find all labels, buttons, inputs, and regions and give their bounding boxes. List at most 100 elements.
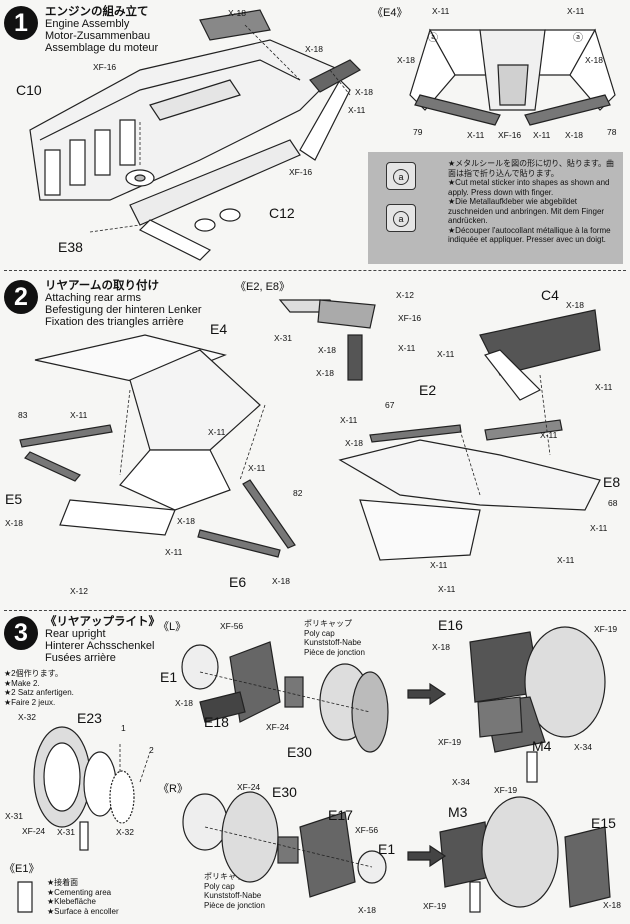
e1-detail-label: 《E1》 xyxy=(4,863,40,875)
paint-x31-label: X-31 xyxy=(5,811,23,821)
paint-x18-label: X-18 xyxy=(175,698,193,708)
paint-x11-label: X-11 xyxy=(340,415,358,425)
engine-assembly-drawing xyxy=(29,9,616,261)
paint-x18-label: X-18 xyxy=(397,55,415,65)
paint-x11-label: X-11 xyxy=(590,523,608,533)
sticker-marker-a: ⓐ xyxy=(428,33,438,44)
paint-x18-label: X-18 xyxy=(228,8,246,18)
paint-x31-label: X-31 xyxy=(274,333,292,343)
step-divider xyxy=(4,270,626,271)
paint-xf16-label: XF-16 xyxy=(498,130,522,140)
step-number: 3 xyxy=(4,616,38,650)
paint-x11-label: X-11 xyxy=(437,349,455,359)
paint-x18-label: X-18 xyxy=(345,438,363,448)
part-m3-label: M3 xyxy=(448,804,468,820)
paint-x11-label: X-11 xyxy=(208,427,226,437)
sticker-marker-78: 78 xyxy=(607,127,617,137)
paint-x18-label: X-18 xyxy=(603,900,621,910)
paint-xf19-label: XF-19 xyxy=(594,624,618,634)
paint-x11-label: X-11 xyxy=(432,6,450,16)
sticker-marker-68: 68 xyxy=(608,498,618,508)
detail-e4-label: 《E4》 xyxy=(372,7,408,19)
paint-x12-label: X-12 xyxy=(396,290,414,300)
paint-x32-label: X-32 xyxy=(18,712,36,722)
title-de: Motor-Zusammenbau xyxy=(45,30,151,42)
step-title: エンジンの組み立て Engine Assembly Motor-Zusammen… xyxy=(45,6,158,54)
paint-x12-label: X-12 xyxy=(70,586,88,596)
paint-x11-label: X-11 xyxy=(567,6,585,16)
title-jp: エンジンの組み立て xyxy=(45,6,149,18)
paint-xf24-label: XF-24 xyxy=(266,722,290,732)
part-e1-label: E1 xyxy=(378,841,396,857)
step-marker-2: 2 xyxy=(149,745,154,755)
title-de: Befestigung der hinteren Lenker xyxy=(45,304,202,316)
paint-x11-label: X-11 xyxy=(70,410,88,420)
sticker-marker-83: 83 xyxy=(18,410,28,420)
paint-x18-label: X-18 xyxy=(316,368,334,378)
paint-x18-label: X-18 xyxy=(318,345,336,355)
step-number: 2 xyxy=(4,280,38,314)
paint-x31-label: X-31 xyxy=(57,827,75,837)
sticker-letter: a xyxy=(393,211,409,227)
part-e30-label: E30 xyxy=(272,784,297,800)
sticker-instruction-box: a a ★メタルシールを図の形に切り、貼ります。曲面は指で折り込んで貼ります。 … xyxy=(368,152,623,264)
title-jp: 《リヤアップライト》 xyxy=(45,616,160,628)
rear-arm-drawing xyxy=(19,299,601,561)
paint-x18-label: X-18 xyxy=(358,905,376,915)
polycap-note-left: ポリキャップ Poly cap Kunststoff-Nabe Pièce de… xyxy=(304,619,365,657)
part-e38-label: E38 xyxy=(58,239,83,255)
step-3-panel: 3 《リヤアップライト》 Rear upright Hinterer Achss… xyxy=(0,612,630,924)
paint-xf16-label: XF-16 xyxy=(398,313,422,323)
title-de: Hinterer Achsschenkel xyxy=(45,640,155,652)
part-m4-label: M4 xyxy=(532,738,552,754)
paint-xf16-label: XF-16 xyxy=(289,167,313,177)
title-en: Engine Assembly xyxy=(45,18,130,30)
paint-xf19-label: XF-19 xyxy=(494,785,518,795)
part-c10-label: C10 xyxy=(16,82,42,98)
paint-x18-label: X-18 xyxy=(565,130,583,140)
sticker-marker-79: 79 xyxy=(413,127,423,137)
make-two-note: ★2個作ります。 ★Make 2. ★2 Satz anfertigen. ★F… xyxy=(4,669,74,707)
title-fr: Fusées arrière xyxy=(45,652,116,664)
sticker-instruction-text: ★メタルシールを図の形に切り、貼ります。曲面は指で折り込んで貼ります。 ★Cut… xyxy=(448,159,615,244)
paint-x11-label: X-11 xyxy=(438,584,456,594)
part-e17-label: E17 xyxy=(328,807,353,823)
paint-x11-label: X-11 xyxy=(430,560,448,570)
part-c12-label: C12 xyxy=(269,205,295,221)
sticker-marker-a: ⓐ xyxy=(573,33,583,44)
paint-x11-label: X-11 xyxy=(165,547,183,557)
part-e8-label: E8 xyxy=(603,474,621,490)
title-fr: Fixation des triangles arrière xyxy=(45,316,184,328)
part-e30-label: E30 xyxy=(287,744,312,760)
part-e15-label: E15 xyxy=(591,815,616,831)
sticker-marker-67: 67 xyxy=(385,400,395,410)
title-jp: リヤアームの取り付け xyxy=(45,280,159,292)
detail-e2-e8-label: 《E2, E8》 xyxy=(235,281,291,293)
step-number: 1 xyxy=(4,6,38,40)
title-en: Attaching rear arms xyxy=(45,292,141,304)
paint-x32-label: X-32 xyxy=(116,827,134,837)
paint-x11-label: X-11 xyxy=(248,463,266,473)
paint-x34-label: X-34 xyxy=(452,777,470,787)
part-e1-label: E1 xyxy=(160,669,178,685)
part-e2-label: E2 xyxy=(419,382,437,398)
right-side-label: 《R》 xyxy=(158,783,188,795)
part-e6-label: E6 xyxy=(229,574,247,590)
paint-x11-label: X-11 xyxy=(348,105,366,115)
paint-x11-label: X-11 xyxy=(595,382,613,392)
paint-xf16-label: XF-16 xyxy=(93,62,117,72)
rear-upright-drawing xyxy=(17,626,611,913)
paint-x18-label: X-18 xyxy=(355,87,373,97)
part-c4-label: C4 xyxy=(541,287,559,303)
step-2-panel: 2 リヤアームの取り付け Attaching rear arms Befesti… xyxy=(0,270,630,610)
paint-x18-label: X-18 xyxy=(432,642,450,652)
part-e16-label: E16 xyxy=(438,617,463,633)
paint-x11-label: X-11 xyxy=(557,555,575,565)
paint-x11-label: X-11 xyxy=(398,343,416,353)
left-side-label: 《L》 xyxy=(158,621,187,633)
step-divider xyxy=(4,610,626,611)
paint-x11-label: X-11 xyxy=(533,130,551,140)
title-en: Rear upright xyxy=(45,628,106,640)
paint-x11-label: X-11 xyxy=(540,430,558,440)
sticker-marker-82: 82 xyxy=(293,488,303,498)
